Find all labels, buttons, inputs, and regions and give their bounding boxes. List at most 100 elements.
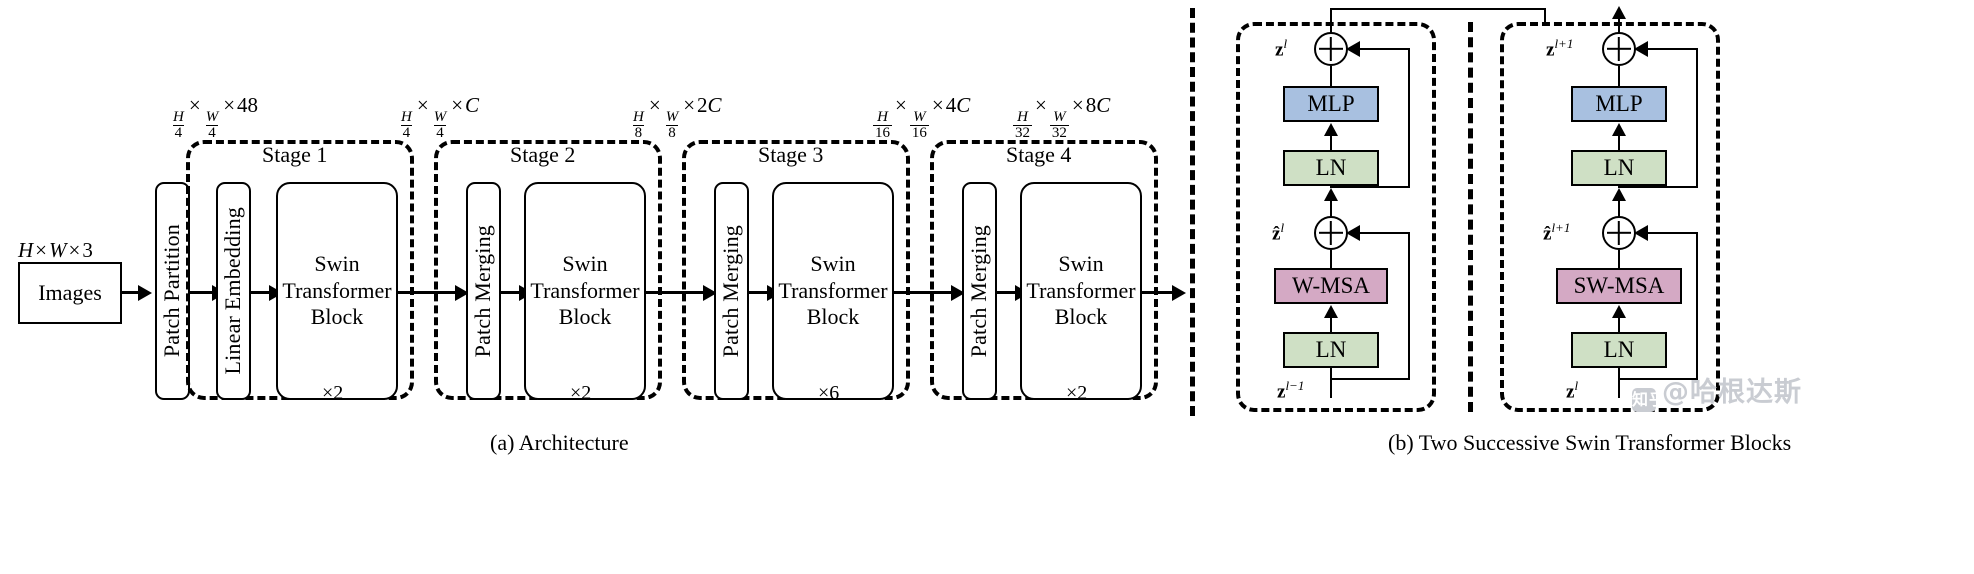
block-l-in-label: zl−1 [1277,378,1305,403]
block-l1-out-label: zl+1 [1546,36,1574,61]
block-l-ln-bottom-label: LN [1315,337,1347,362]
stage-2-multiplier: ×2 [570,382,592,404]
block-l1-wire-ln-to-mlp [1618,130,1620,152]
block-l1-mid-label: ẑl+1 [1543,220,1571,245]
swin-block-3-line1: Swin [810,250,856,276]
block-l1-wire-mlp-to-add [1618,66,1620,88]
swin-block-1-line3: Block [310,304,364,330]
block-l1-add-mid [1602,216,1636,250]
panel-divider [1190,8,1195,416]
block-l-wire-ln-to-mlp [1330,130,1332,152]
swin-block-4-line1: Swin [1058,250,1104,276]
swin-block-4-line2: Transformer [1026,277,1136,303]
arrowhead-stage1-to-stage2 [455,285,469,301]
block-l1-wire-lnb-to-msa [1618,312,1620,334]
block-l-residual-top-arrowhead [1346,41,1360,57]
swin-block-2-line2: Transformer [530,277,640,303]
block-l1-arrow-add-to-ln [1612,188,1626,201]
block-l1-ln-bottom-label: LN [1603,337,1635,362]
block-l-input-wire [1330,368,1332,398]
block-l-wire-msa-to-add [1330,250,1332,270]
block-l1-ln-bottom-box: LN [1571,332,1667,368]
block-l-mlp-box: MLP [1283,86,1379,122]
block-l-residual-top-h [1348,48,1410,50]
patch-partition-box: Patch Partition [155,182,190,400]
block-l-residual-mid-src [1330,378,1410,380]
block-l-attn-box: W-MSA [1274,268,1388,304]
patch-merging-box-2: Patch Merging [466,182,501,400]
block-l1-residual-mid-h [1636,232,1698,234]
images-box-label: Images [38,279,102,305]
block-l-arrow-lnb-to-msa [1324,305,1338,318]
block-l1-mlp-label: MLP [1595,91,1643,116]
arrow-stage3-to-stage4 [894,291,960,294]
arrow-pm4-to-swin4 [997,291,1019,294]
arrowhead-images-to-patch-partition [138,285,152,301]
stage-1-label: Stage 1 [262,142,328,167]
block-l-residual-top-v [1408,48,1410,188]
block-l-ln-bottom-box: LN [1283,332,1379,368]
swin-block-2: Swin Transformer Block [524,182,646,400]
swin-block-l1-container [1500,22,1720,412]
stage-4-multiplier: ×2 [1066,382,1088,404]
arrowhead-stage3-to-stage4 [951,285,965,301]
arrow-pp-to-le [190,291,216,294]
block-l1-residual-top-v [1696,48,1698,188]
arrowhead-stage4-out [1172,285,1186,301]
swin-block-2-line3: Block [558,304,612,330]
swin-block-4-label: Swin Transformer Block [1026,251,1135,331]
block-l1-residual-top-arrowhead [1634,41,1648,57]
block-l-add-mid [1314,216,1348,250]
stage-1-multiplier: ×2 [322,382,344,404]
block-l-wire-add-to-ln [1330,196,1332,218]
block-l-mid-label: ẑl [1272,220,1285,245]
block-l-attn-label: W-MSA [1292,273,1370,298]
block-l1-add-top [1602,32,1636,66]
block-l-residual-mid-arrowhead [1346,225,1360,241]
swin-block-2-label: Swin Transformer Block [530,251,639,331]
block-l-arrow-ln-to-mlp [1324,123,1338,136]
block-l-ln-top-box: LN [1283,150,1379,186]
swin-block-3-line3: Block [806,304,860,330]
block-l-residual-top-src [1330,186,1410,188]
block-l1-residual-top-h [1636,48,1698,50]
patch-merging-box-3: Patch Merging [714,182,749,400]
swin-block-1: Swin Transformer Block [276,182,398,400]
patch-merging-box-4: Patch Merging [962,182,997,400]
images-box: Images [18,262,122,324]
panel-a-caption: (a) Architecture [490,430,629,455]
patch-partition-label: Patch Partition [159,224,185,358]
block-l1-residual-top-src [1618,186,1698,188]
block-l1-arrow-ln-to-mlp [1612,123,1626,136]
swin-block-4: Swin Transformer Block [1020,182,1142,400]
panel-b-caption: (b) Two Successive Swin Transformer Bloc… [1388,430,1792,455]
patch-merging-label-4: Patch Merging [966,224,992,358]
block-l1-residual-mid-arrowhead [1634,225,1648,241]
arrow-le-to-swin1 [251,291,273,294]
arrow-stage2-to-stage3 [646,291,712,294]
swin-block-3-label: Swin Transformer Block [778,251,887,331]
arrow-images-to-patch-partition [122,291,140,294]
swin-block-1-label: Swin Transformer Block [282,251,391,331]
block-l-mlp-label: MLP [1307,91,1355,116]
swin-block-4-line3: Block [1054,304,1108,330]
block-l-residual-mid-v [1408,232,1410,380]
block-l-arrow-add-to-ln [1324,188,1338,201]
swin-block-l-container [1236,22,1436,412]
watermark: 知乎@哈根达斯 [1632,370,1802,412]
block-l1-ln-top-label: LN [1603,155,1635,180]
block-l1-attn-box: SW-MSA [1556,268,1682,304]
block-l1-attn-label: SW-MSA [1573,273,1665,298]
input-dim-label: H×W×3 [18,238,93,262]
stage-2-label: Stage 2 [510,142,576,167]
arrow-pm2-to-swin2 [501,291,523,294]
watermark-text: @哈根达斯 [1662,377,1802,408]
block-l-output-wire-h [1330,8,1546,10]
block-l-to-next-wire-v [1544,8,1546,22]
stage-3-label: Stage 3 [758,142,824,167]
block-l1-output-arrowhead [1612,6,1626,19]
